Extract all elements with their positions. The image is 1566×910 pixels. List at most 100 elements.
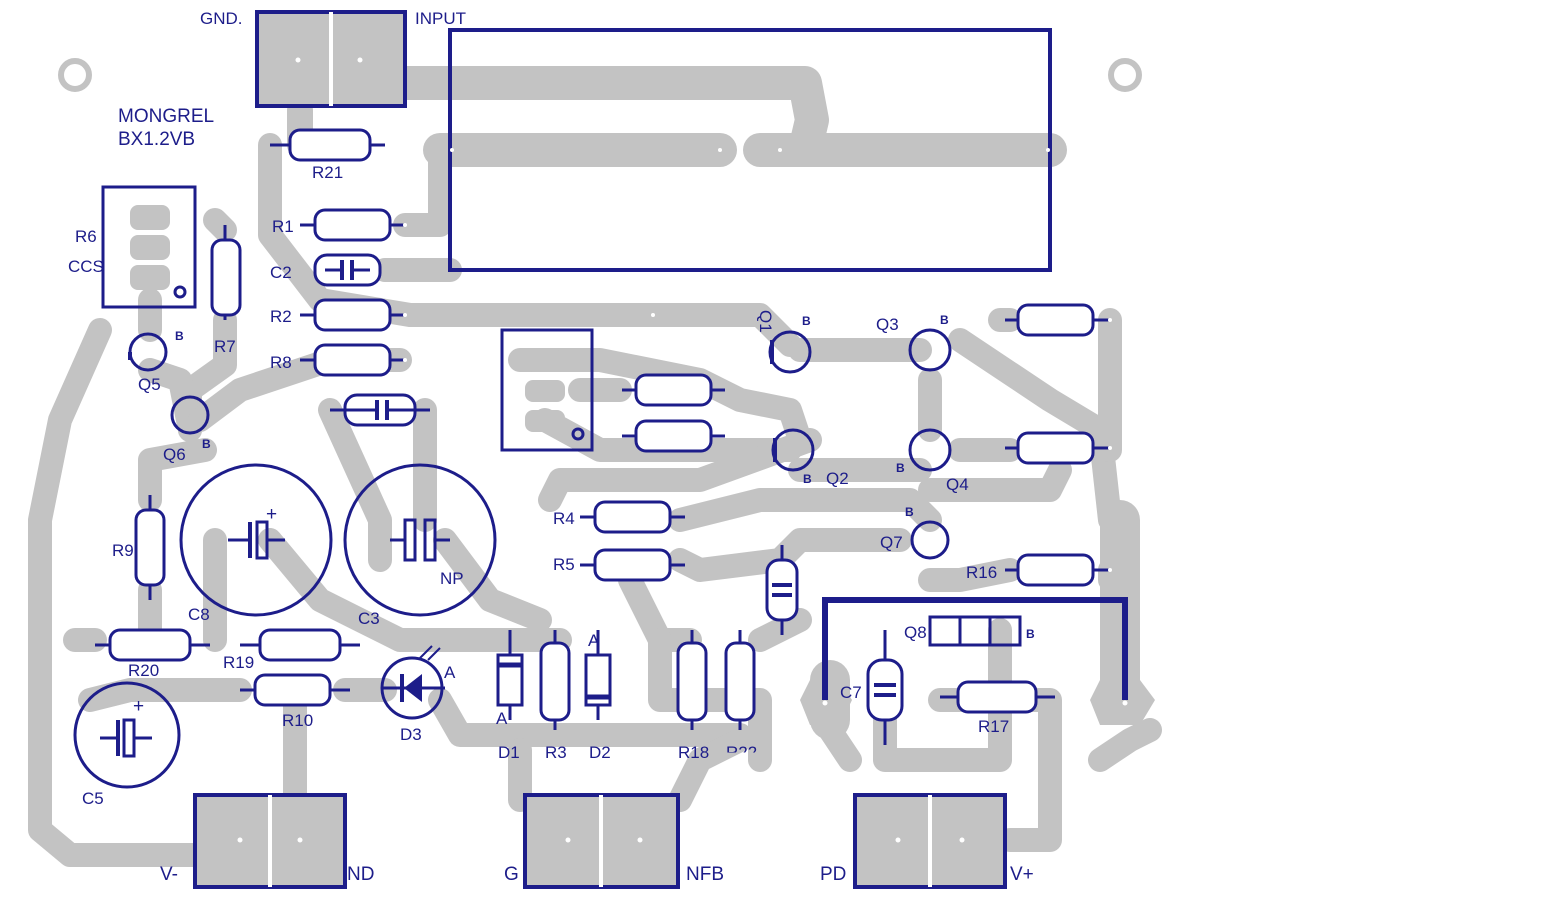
label-v-plus: V+: [1010, 864, 1034, 885]
resistor-r5: [580, 548, 685, 582]
d1-anode-marker: A: [496, 709, 508, 728]
ccs-outline: [101, 185, 197, 309]
diode-d2: [584, 630, 612, 720]
input-connector: [255, 10, 407, 108]
copper-pads: [130, 205, 1155, 725]
label-r21: R21: [312, 163, 343, 182]
label-q3: Q3: [876, 315, 899, 334]
transistor-q4: [908, 428, 952, 472]
capacitor-c8: [179, 463, 333, 617]
transistor-q2: [771, 428, 815, 472]
resistor-r4: [580, 500, 685, 534]
c5-plus-sign: +: [133, 696, 144, 717]
label-input: INPUT: [415, 9, 466, 28]
resistor-right-upper: [1005, 303, 1110, 337]
label-r10: R10: [282, 711, 313, 730]
resistor-ccs2-lower: [622, 419, 725, 453]
resistor-r8: [300, 343, 405, 377]
resistor-r7: [210, 225, 242, 320]
label-r8: R8: [270, 353, 292, 372]
label-r9: R9: [112, 541, 134, 560]
transistor-q3: [908, 328, 952, 372]
label-r5: R5: [553, 555, 575, 574]
resistor-r1: [300, 208, 405, 242]
transistor-q5: [128, 332, 168, 372]
power-connector-right: [853, 793, 1007, 889]
label-q8: Q8: [904, 623, 927, 642]
copper-traces: [28, 66, 1162, 867]
power-rail: [822, 597, 1128, 700]
label-q4: Q4: [946, 475, 969, 494]
label-r20: R20: [128, 661, 159, 680]
label-r18: R18: [678, 743, 709, 762]
pad-dots: [403, 148, 1128, 706]
label-v-minus: V-: [160, 864, 178, 885]
capacitor-c5: [73, 681, 181, 789]
resistor-r18: [676, 630, 708, 730]
label-q2: Q2: [826, 469, 849, 488]
label-q6: Q6: [163, 445, 186, 464]
transistor-q8: [928, 615, 1022, 647]
label-r4: R4: [553, 509, 575, 528]
d2-anode-marker: A: [588, 631, 600, 650]
label-d3: D3: [400, 725, 422, 744]
label-q5: Q5: [138, 375, 161, 394]
q6-base-marker: B: [202, 437, 211, 451]
label-np: NP: [440, 569, 464, 588]
mounting-hole-right: [1108, 58, 1142, 92]
transistor-q6: [170, 395, 210, 435]
board-title-line2: BX1.2VB: [118, 129, 195, 150]
capacitor-vertical-mid: [765, 545, 799, 635]
q2-base-marker: B: [803, 472, 812, 486]
q4-base-marker: B: [896, 461, 905, 475]
label-d2: D2: [589, 743, 611, 762]
power-connector-left: [193, 793, 347, 889]
resistor-r17: [940, 680, 1055, 714]
label-r3: R3: [545, 743, 567, 762]
q5-base-marker: B: [175, 329, 184, 343]
resistor-r19: [240, 628, 360, 662]
d3-anode-marker: A: [444, 663, 456, 682]
resistor-r16: [1005, 553, 1110, 587]
c8-plus-sign: +: [266, 504, 277, 525]
capacitor-unnamed: [330, 393, 430, 427]
label-d1: D1: [498, 743, 520, 762]
label-q7: Q7: [880, 533, 903, 552]
label-c5: C5: [82, 789, 104, 808]
resistor-r22: [724, 630, 756, 730]
label-g: G: [504, 864, 519, 885]
diode-d1: [496, 630, 524, 720]
resistor-r10: [240, 673, 350, 707]
label-c7: C7: [840, 683, 862, 702]
q3-base-marker: B: [940, 313, 949, 327]
transistor-q7: [910, 520, 950, 560]
label-r17: R17: [978, 717, 1009, 736]
label-q1: Q1: [756, 310, 775, 333]
resistor-r9: [134, 495, 166, 600]
label-c8: C8: [188, 605, 210, 624]
ccs2-outline: [500, 328, 594, 452]
board-title-line1: MONGREL: [118, 106, 214, 127]
label-gnd-bottom: ND: [347, 864, 374, 885]
feedback-connector: [523, 793, 680, 889]
resistor-r2: [300, 298, 405, 332]
capacitor-c3: [343, 463, 497, 617]
resistor-r21: [270, 128, 385, 162]
ccs-pin1-marker: [173, 285, 187, 299]
label-r16: R16: [966, 563, 997, 582]
label-gnd-top: GND.: [200, 9, 243, 28]
label-r7: R7: [214, 337, 236, 356]
capacitor-c2: [313, 253, 382, 287]
label-r1: R1: [272, 217, 294, 236]
capacitor-c7: [866, 630, 904, 745]
label-c2: C2: [270, 263, 292, 282]
transistor-q1: [768, 330, 812, 374]
resistor-right-middle: [1005, 431, 1110, 465]
q8-base-marker: B: [1026, 627, 1035, 641]
led-d3: [380, 645, 445, 720]
resistor-r3: [539, 630, 571, 730]
label-ccs: CCS: [68, 257, 104, 276]
q7-base-marker: B: [905, 505, 914, 519]
label-nfb: NFB: [686, 864, 724, 885]
